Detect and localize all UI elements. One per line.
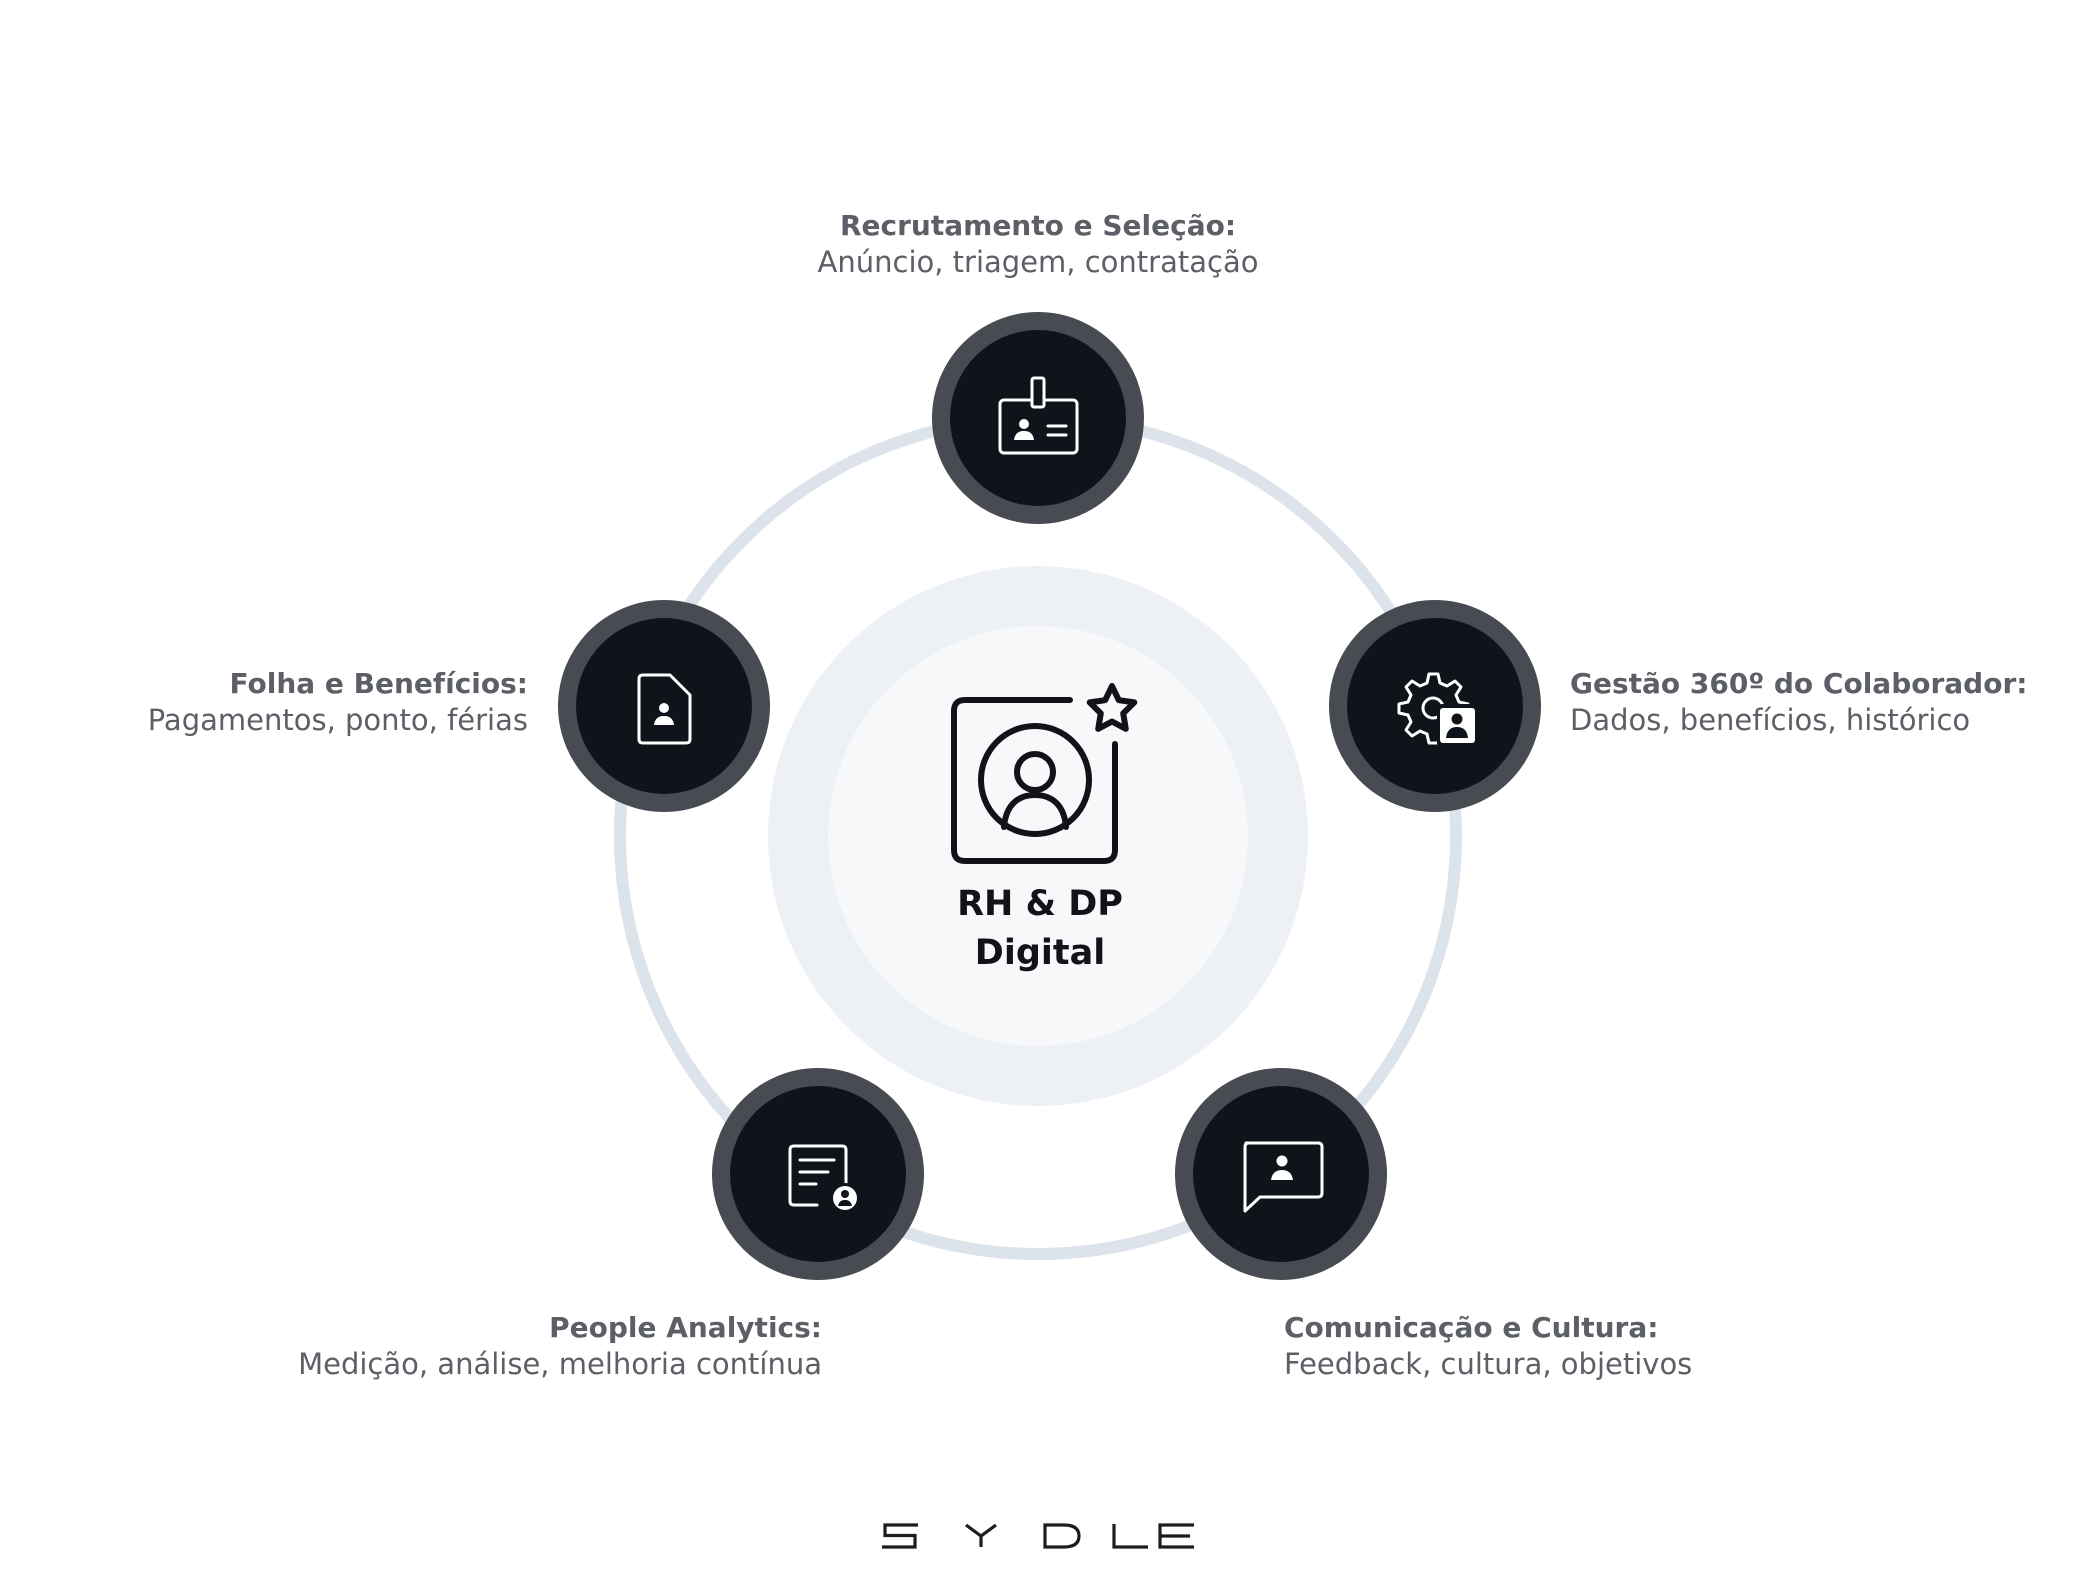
node-comunicacao: [1175, 1068, 1387, 1280]
node-folha: [558, 600, 770, 812]
node-title: Comunicação e Cultura:: [1284, 1311, 1659, 1344]
label-comunicacao: Comunicação e Cultura: Feedback, cultura…: [1284, 1310, 1844, 1384]
report-user-icon: [788, 1144, 860, 1213]
user-document-icon: [637, 673, 692, 745]
node-recrutamento: [932, 312, 1144, 524]
node-analytics: [712, 1068, 924, 1280]
label-folha: Folha e Benefícios: Pagamentos, ponto, f…: [100, 666, 528, 740]
label-analytics: People Analytics: Medição, análise, melh…: [260, 1310, 822, 1384]
node-description: Medição, análise, melhoria contínua: [298, 1347, 822, 1382]
node-title: Folha e Benefícios:: [229, 667, 528, 700]
center-profile-icon: [951, 683, 1138, 864]
node-title: Recrutamento e Seleção:: [839, 209, 1237, 242]
node-description: Feedback, cultura, objetivos: [1284, 1347, 1693, 1382]
gear-user-icon: [1397, 672, 1478, 748]
node-title: People Analytics:: [549, 1311, 822, 1344]
center-title: RH & DP Digital: [890, 880, 1190, 978]
brand-logo: [882, 1523, 1194, 1549]
node-description: Pagamentos, ponto, férias: [147, 703, 528, 738]
center-title-line1: RH & DP: [957, 884, 1123, 924]
node-description: Dados, benefícios, histórico: [1570, 703, 1971, 738]
chat-user-icon: [1243, 1141, 1324, 1213]
node-gestao: [1329, 600, 1541, 812]
id-badge-icon: [998, 376, 1079, 455]
node-title: Gestão 360º do Colaborador:: [1570, 667, 2028, 700]
label-gestao: Gestão 360º do Colaborador: Dados, benef…: [1570, 666, 2040, 740]
node-description: Anúncio, triagem, contratação: [817, 245, 1259, 280]
center-title-line2: Digital: [974, 933, 1106, 973]
label-recrutamento: Recrutamento e Seleção: Anúncio, triagem…: [738, 208, 1338, 282]
